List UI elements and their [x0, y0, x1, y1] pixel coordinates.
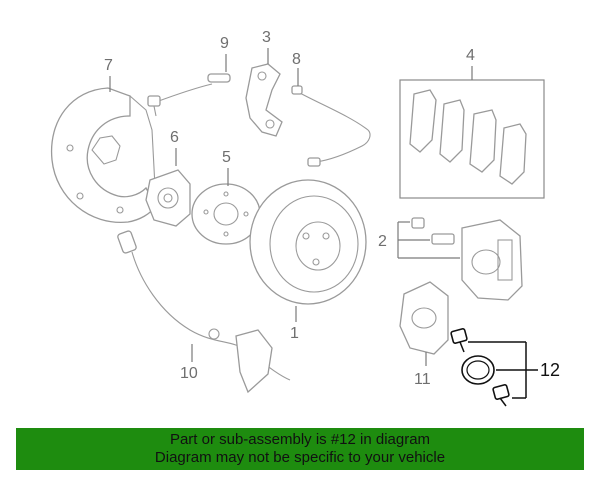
part-9-wear-sensor — [147, 73, 231, 117]
part-8-brake-line — [291, 85, 371, 167]
part-11-caliper-housing — [399, 281, 449, 355]
callout-10: 10 — [180, 365, 198, 382]
callout-5: 5 — [222, 149, 231, 166]
parts-diagram: 7 9 3 8 4 6 — [50, 29, 560, 407]
callout-6: 6 — [170, 129, 179, 146]
banner-line-1: Part or sub-assembly is #12 in diagram — [169, 431, 431, 448]
part-6-hub — [145, 169, 191, 227]
callout-9: 9 — [220, 35, 229, 52]
info-banner: Part or sub-assembly is #12 in diagram D… — [16, 428, 584, 470]
callout-3: 3 — [262, 29, 271, 46]
part-1-rotor — [249, 179, 367, 305]
callout-12: 12 — [540, 360, 560, 380]
callout-12-leaders — [468, 341, 538, 399]
part-3-bracket — [245, 63, 283, 137]
part-10-abs-sensor — [117, 230, 291, 394]
callout-11: 11 — [414, 371, 431, 388]
callout-4: 4 — [466, 47, 475, 64]
callout-8: 8 — [292, 51, 301, 68]
callout-2: 2 — [378, 233, 387, 250]
part-7-backing-plate — [50, 87, 157, 223]
part-4-pad-set — [399, 79, 545, 199]
part-12-repair-kit — [450, 328, 510, 407]
part-2-bolts — [397, 217, 460, 259]
banner-line-2: Diagram may not be specific to your vehi… — [154, 449, 446, 466]
callout-1: 1 — [290, 325, 299, 342]
callout-7: 7 — [104, 57, 113, 74]
caliper-assembly — [461, 219, 523, 301]
